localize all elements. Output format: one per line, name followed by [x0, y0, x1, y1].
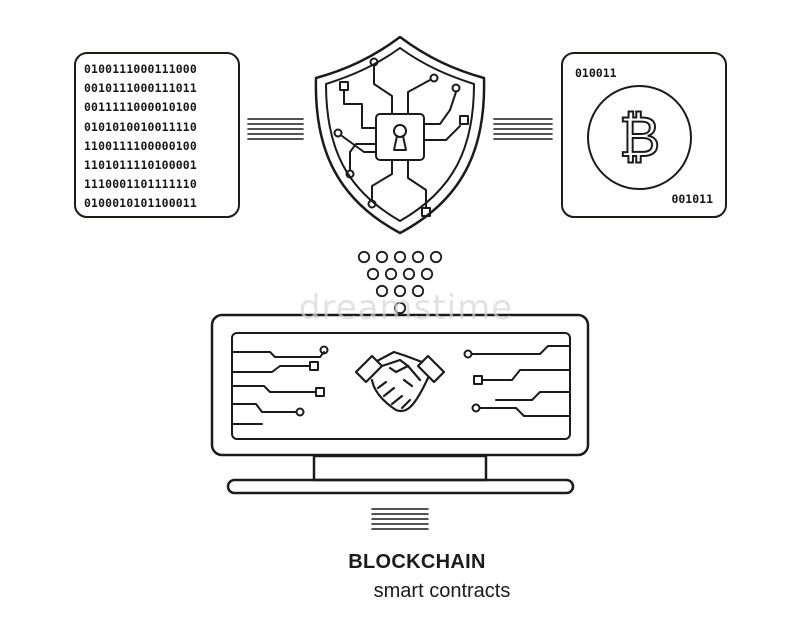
monitor-handshake-icon [210, 313, 590, 495]
data-connector-left [247, 118, 304, 140]
binary-line: 0100111000111000 [84, 62, 197, 76]
funnel-dot [393, 284, 407, 298]
funnel-dot [357, 250, 371, 264]
funnel-dot [402, 267, 416, 281]
funnel-dot [384, 267, 398, 281]
funnel-dot [375, 250, 389, 264]
funnel-dot [420, 267, 434, 281]
binary-data-panel: 0100111000111000 0010111000111011 00111110… [74, 52, 240, 218]
funnel-dot [411, 284, 425, 298]
funnel-dot [411, 250, 425, 264]
binary-line: 0100010101100011 [84, 196, 197, 211]
funnel-dot [393, 250, 407, 264]
funnel-dot [366, 267, 380, 281]
shield-circuit-keyhole-icon [314, 35, 486, 235]
funnel-dot [393, 301, 407, 315]
bitcoin-icon: ₿ [587, 85, 692, 190]
binary-lines: 0100111000111000 0010111000111011 00111110… [84, 60, 197, 214]
coin-code-top: 010011 [575, 66, 617, 80]
watermark-text: dreamstime [298, 288, 514, 328]
data-connector-right [493, 118, 553, 140]
binary-line: 0010111000111011 [84, 81, 197, 96]
binary-line: 1110001101111110 [84, 177, 197, 192]
binary-line: 0011111000010100 [84, 100, 197, 115]
binary-line: 1101011110100001 [84, 158, 197, 173]
caption-subtitle: smart contracts [373, 580, 511, 602]
data-connector-bottom [371, 508, 429, 530]
coin-panel: 010011 ₿ 001011 [561, 52, 727, 218]
dot-funnel [357, 250, 443, 315]
caption-title: BLOCKCHAIN [348, 551, 486, 573]
binary-line: 0101010010011110 [84, 119, 197, 134]
funnel-dot [375, 284, 389, 298]
bitcoin-symbol: ₿ [618, 104, 661, 170]
funnel-dot [429, 250, 443, 264]
coin-code-bottom: 001011 [671, 192, 713, 206]
binary-line: 1100111100000100 [84, 138, 197, 153]
